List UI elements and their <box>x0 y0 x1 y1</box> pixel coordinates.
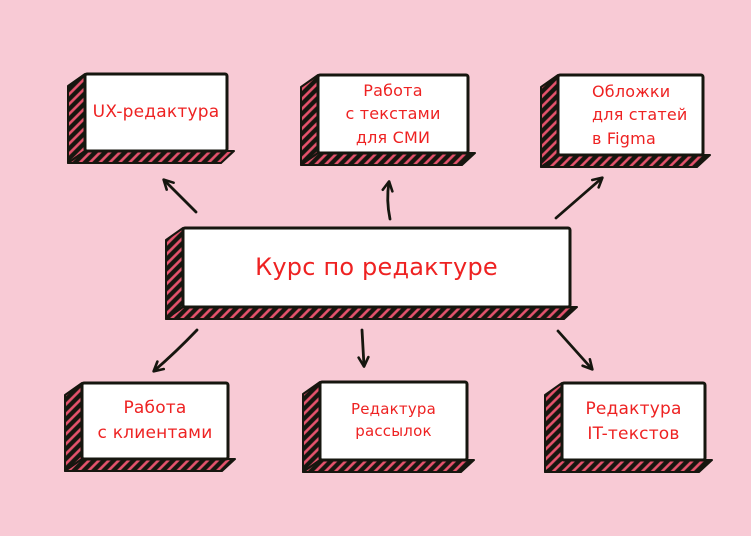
node-box-client-work <box>64 381 236 472</box>
node-box-ux-editing <box>67 72 235 164</box>
arrow-to-ux-editing <box>162 178 198 214</box>
arrow-to-it-texts <box>556 329 594 371</box>
node-box-newsletter-editing <box>302 380 475 473</box>
node-label-figma-covers: Обложки для статей в Figma <box>592 82 688 148</box>
node-label-ux-editing: UX-редактура <box>92 102 220 123</box>
arrow-to-figma-covers <box>554 176 604 220</box>
node-box-course-center <box>165 226 578 320</box>
node-label-client-work: Работа с клиентами <box>97 398 213 443</box>
node-box-figma-covers <box>540 73 711 168</box>
node-label-media-texts: Работа с текстами для СМИ <box>345 81 441 147</box>
arrow-to-newsletter-editing <box>357 328 370 368</box>
node-box-it-texts <box>544 381 713 473</box>
arrow-to-client-work <box>152 328 199 373</box>
node-label-course-center: Курс по редактуре <box>255 253 498 282</box>
node-label-it-texts: Редактура IT-текстов <box>585 398 682 444</box>
node-box-media-texts <box>300 73 476 166</box>
node-label-newsletter-editing: Редактура рассылок <box>350 400 437 440</box>
arrow-to-media-texts <box>381 180 394 221</box>
